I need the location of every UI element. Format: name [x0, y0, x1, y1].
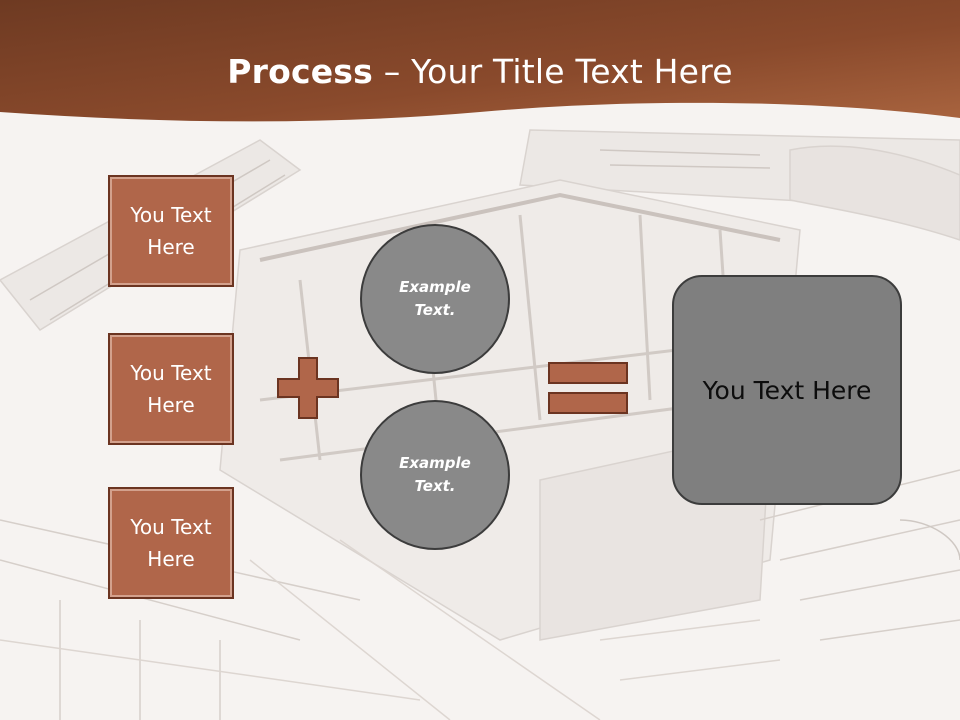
text-box-2: You Text Here [108, 333, 234, 445]
plus-icon [277, 357, 339, 419]
result-box: You Text Here [672, 275, 902, 505]
title-rest: Your Title Text Here [411, 52, 733, 91]
title-separator: – [373, 52, 412, 91]
title-band [0, 0, 960, 122]
example-circle-2: Example Text. [360, 400, 510, 550]
text-box-1: You Text Here [108, 175, 234, 287]
text-box-3: You Text Here [108, 487, 234, 599]
title-bold: Process [227, 52, 373, 91]
example-circle-1: Example Text. [360, 224, 510, 374]
equals-icon [548, 362, 628, 414]
page-title: Process – Your Title Text Here [0, 52, 960, 91]
